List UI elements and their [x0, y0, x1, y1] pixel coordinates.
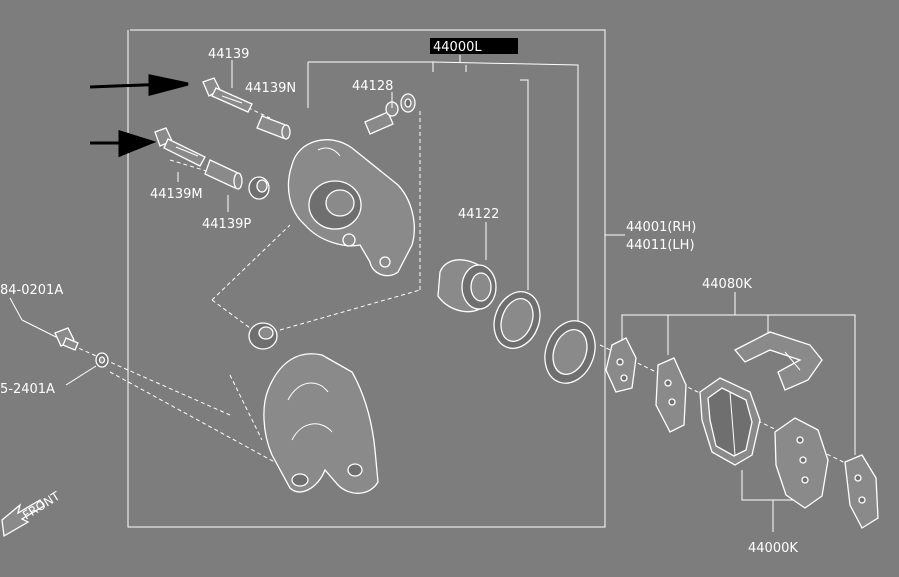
label-caliper-rh: 44001(RH)	[626, 220, 696, 235]
sleeve-upper	[256, 115, 291, 140]
label-front: FRONT	[20, 489, 63, 523]
assembly-label-highlight	[430, 38, 518, 54]
brake-pad-outer	[774, 417, 829, 509]
label-leaders	[9, 60, 487, 386]
guide-bolt-lower	[154, 127, 206, 167]
assembly-frame	[127, 29, 856, 532]
label-bolt-upper: 44139	[208, 47, 249, 62]
caliper-body	[287, 139, 415, 277]
label-caliper-lh: 44011(LH)	[626, 238, 695, 253]
pad-shim-2	[655, 357, 687, 433]
label-bleeder: 44128	[352, 79, 393, 94]
label-pad-hardware: 44080K	[702, 277, 752, 292]
sleeve-lower	[204, 159, 243, 190]
brake-pad-inner	[699, 377, 761, 466]
label-washer-ref: 5-2401A	[0, 382, 55, 397]
boot-lower	[248, 322, 278, 350]
bleeder-screw	[364, 93, 416, 135]
annotation-arrow-lower	[90, 129, 157, 158]
anti-rattle-clip	[733, 331, 823, 391]
label-bolt-lower: 44139M	[150, 187, 203, 202]
label-piston: 44122	[458, 207, 499, 222]
label-assembly-left: 44000L	[433, 40, 482, 55]
boot-upper	[248, 176, 270, 200]
dust-boot	[544, 320, 596, 384]
label-pad-kit: 44000K	[748, 541, 798, 556]
caliper-bracket	[263, 353, 379, 494]
piston	[437, 259, 497, 313]
label-bolt-ref: 84-0201A	[0, 283, 63, 298]
label-sleeve-lower: 44139P	[202, 217, 251, 232]
bolt-84-0201a	[21, 319, 79, 351]
label-sleeve-upper: 44139N	[245, 81, 296, 96]
piston-seal	[493, 291, 541, 349]
pad-shim-3	[844, 454, 879, 529]
guide-bolt-upper	[202, 77, 253, 113]
washer-5-2401a	[95, 352, 109, 368]
annotation-arrow-upper	[89, 74, 189, 96]
front-direction-indicator: FRONT	[1, 489, 63, 538]
pad-shim-1	[605, 337, 637, 393]
